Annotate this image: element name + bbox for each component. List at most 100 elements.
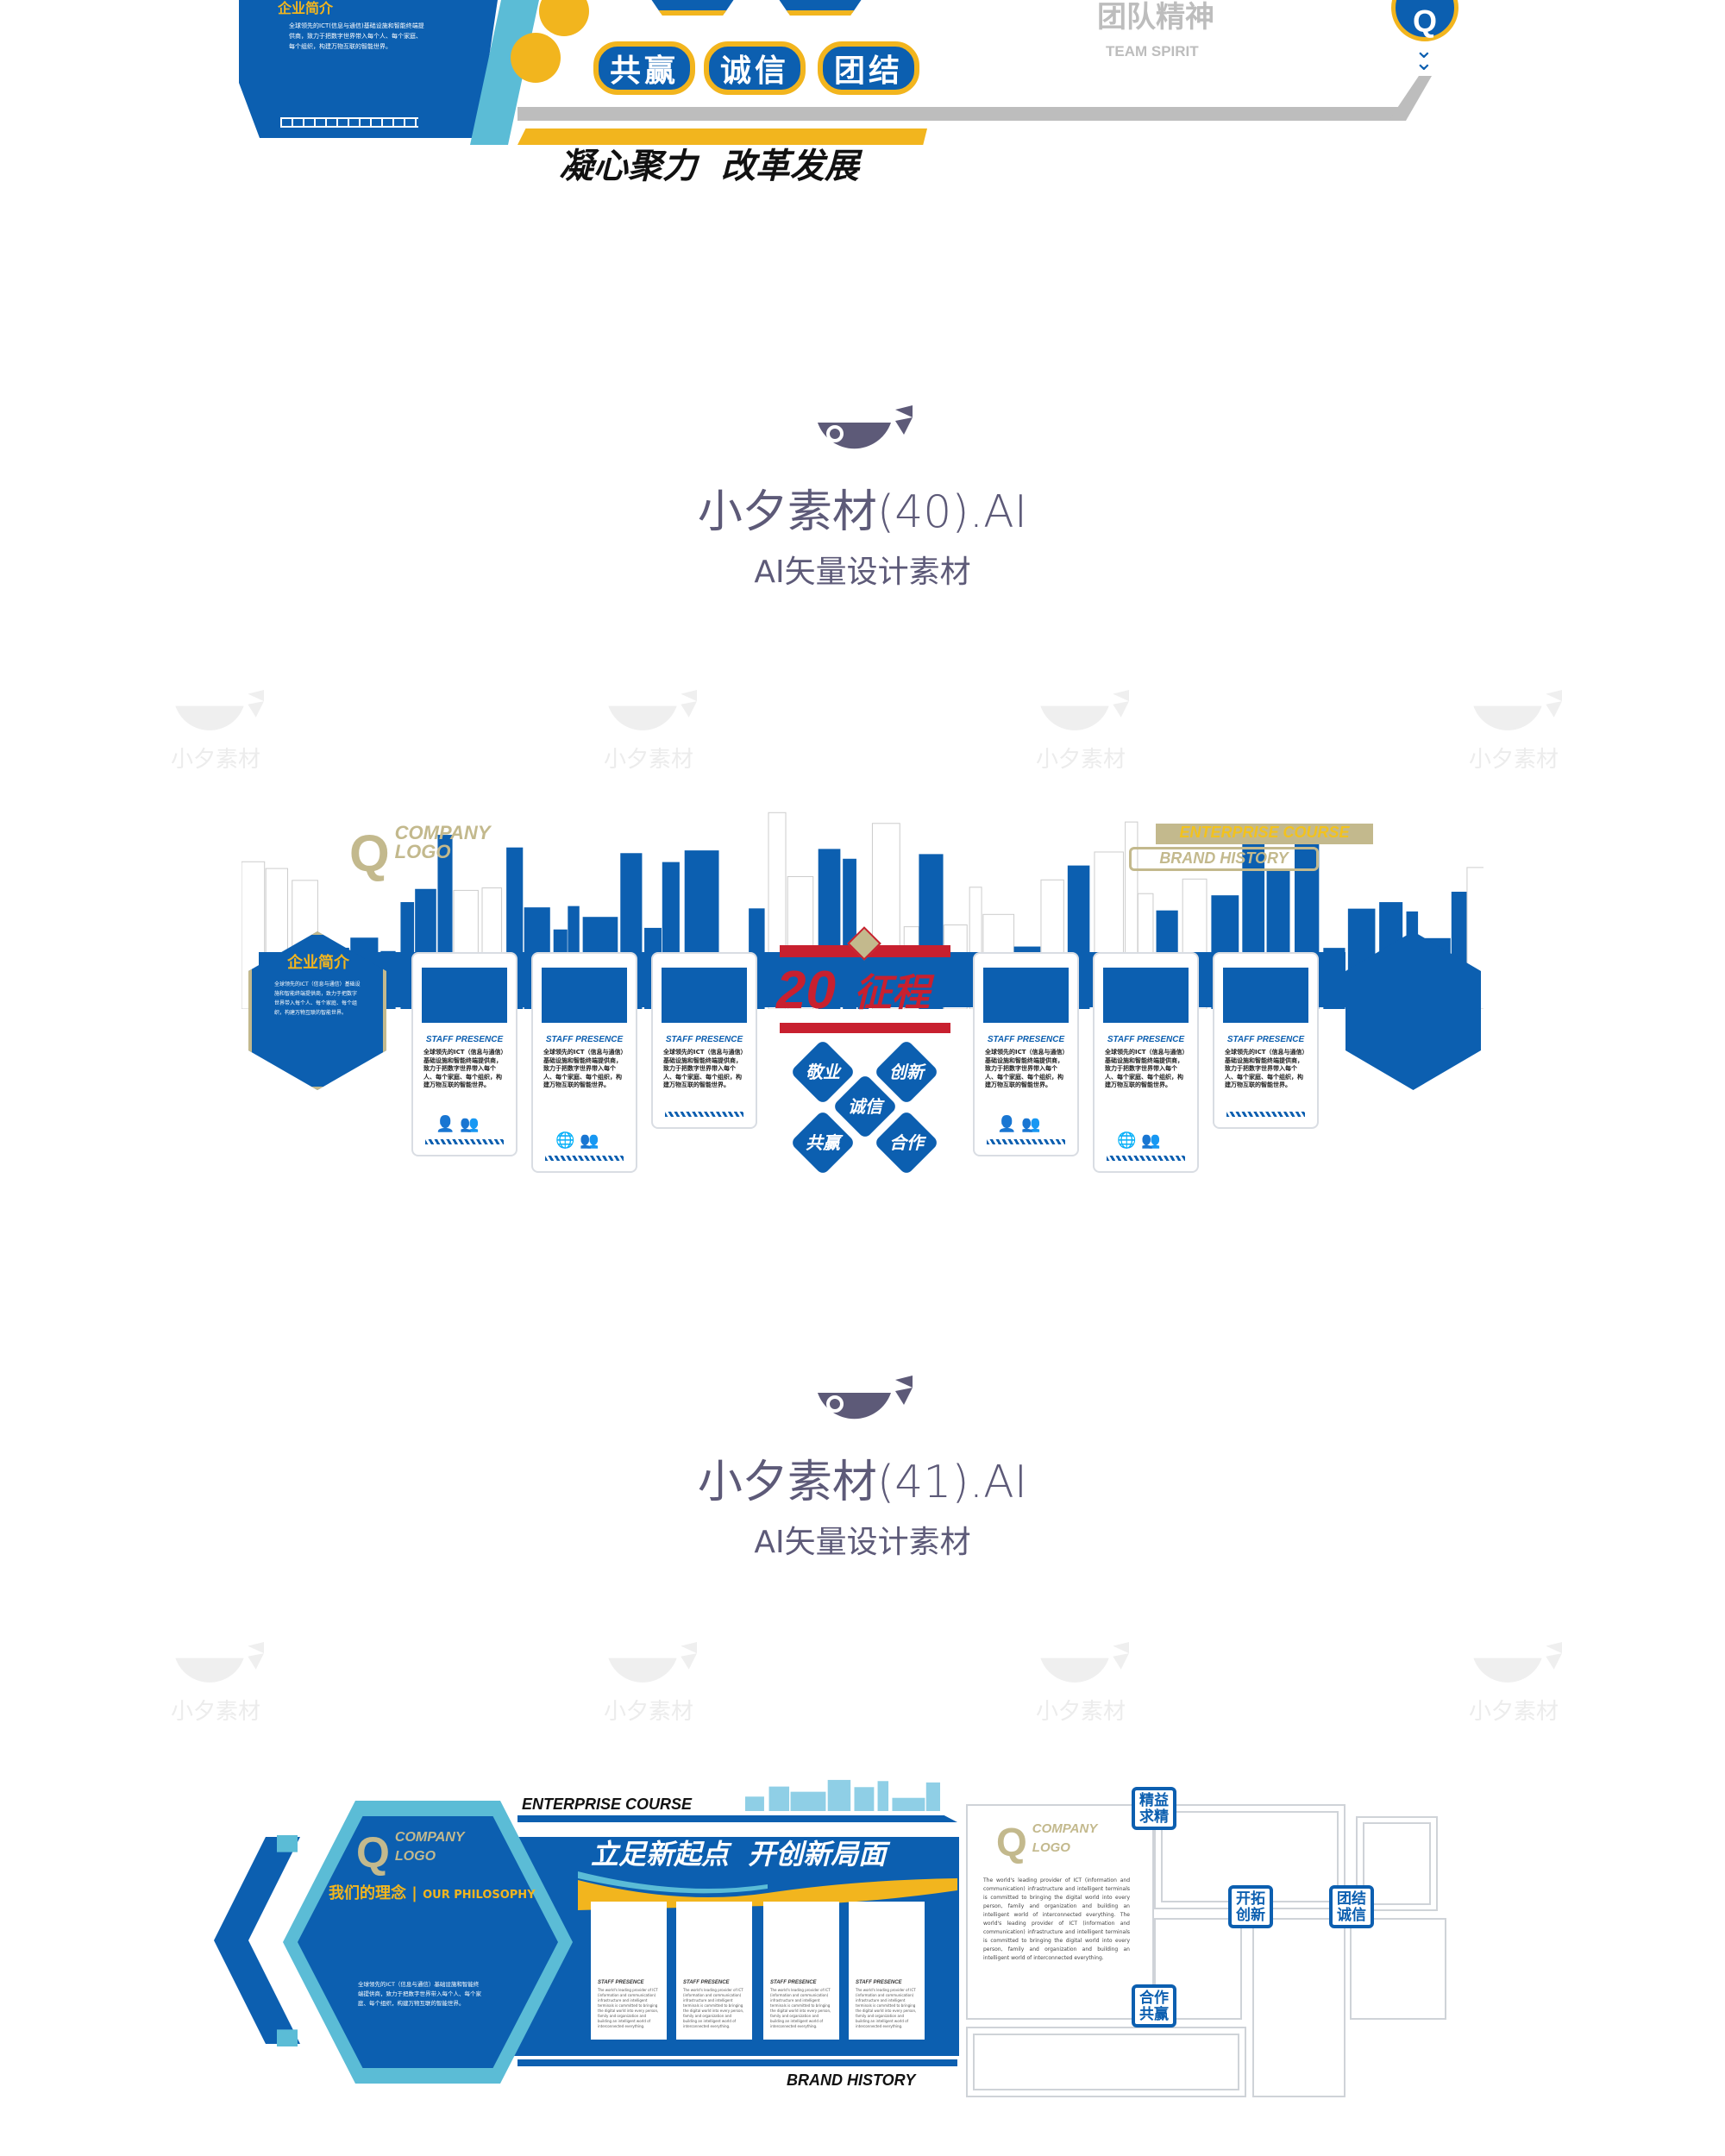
building: [768, 812, 787, 1009]
card-title: STAFF PRESENCE: [1226, 1035, 1305, 1044]
watermark-text: 小夕素材: [1468, 1699, 1559, 1725]
zigzag-pattern: [280, 117, 418, 128]
card-title: STAFF PRESENCE: [1107, 1035, 1185, 1044]
staff-card: STAFF PRESENCE 全球领先的ICT（信息与通信）基础设施和智能终端提…: [651, 952, 757, 1129]
photo-frame: [1363, 1822, 1431, 1905]
story-card: STAFF PRESENCE The world's leading provi…: [849, 1902, 925, 2040]
card-text: 全球领先的ICT（信息与通信）基础设施和智能终端提供商，致力于把数字世界带入每个…: [423, 1049, 505, 1088]
card-title: STAFF PRESENCE: [598, 1980, 644, 1985]
people-icon: 👤 👥: [436, 1115, 480, 1133]
card-text: 全球领先的ICT（信息与通信）基础设施和智能终端提供商，致力于把数字世界带入每个…: [1105, 1049, 1186, 1088]
globe-icon: 🌐 👥: [1117, 1131, 1161, 1150]
logo-line1: COMPANY: [394, 1830, 465, 1845]
badge-chengxin: 诚信: [704, 41, 806, 95]
building: [790, 1791, 826, 1811]
photo-frame: [1356, 1816, 1438, 1911]
value-diamond-label: 合作: [889, 1132, 924, 1153]
watermark: 小夕素材: [1453, 690, 1574, 774]
globe-icon: 🌐 👥: [555, 1131, 599, 1150]
team-spirit-cn: 团队精神: [1097, 0, 1214, 34]
photo-placeholder: [662, 968, 747, 1023]
building: [969, 887, 982, 1009]
intro-panel: [239, 0, 498, 138]
yellow-circle: [511, 33, 561, 83]
card-text: The world's leading provider of ICT (inf…: [770, 1988, 831, 2028]
card-title: STAFF PRESENCE: [425, 1035, 504, 1044]
building: [877, 1781, 889, 1811]
center-title: 征程: [854, 971, 930, 1015]
brand-badge: BRAND HISTORY: [1129, 847, 1319, 871]
yellow-wave: [578, 1871, 957, 1910]
watermark: 小夕素材: [588, 690, 709, 774]
file-subtitle: AI矢量设计素材: [754, 1525, 971, 1560]
stripe-decoration: [987, 1139, 1065, 1144]
fish-logo-icon: [1473, 1642, 1562, 1683]
logo-line2: LOGO: [1032, 1840, 1070, 1855]
watermark-text: 小夕素材: [170, 1699, 260, 1725]
bottom-slogan: 立足新起点 开创新局面: [591, 1838, 887, 1871]
logo-line1: COMPANY: [1032, 1821, 1098, 1836]
card-title: STAFF PRESENCE: [683, 1980, 730, 1985]
card-title: STAFF PRESENCE: [665, 1035, 743, 1044]
fish-logo-icon: [818, 1376, 913, 1420]
logo-line2: LOGO: [394, 841, 451, 862]
file-title: 小夕素材(40).AI: [697, 486, 1028, 538]
card-title: STAFF PRESENCE: [545, 1035, 624, 1044]
watermark: 小夕素材: [1453, 1642, 1574, 1726]
philosophy-cn: 我们的理念: [329, 1884, 406, 1902]
center-red-band: [780, 1023, 950, 1033]
card-title: STAFF PRESENCE: [856, 1980, 902, 1985]
photo-frame: [1252, 1918, 1346, 2097]
course-label: ENTERPRISE COURSE: [522, 1796, 693, 1813]
stripe-decoration: [545, 1156, 624, 1161]
people-icon: 👤 👥: [997, 1115, 1041, 1133]
building: [827, 1779, 851, 1811]
philosophy-en: OUR PHILOSOPHY: [423, 1889, 536, 1902]
card-text: 全球领先的ICT（信息与通信）基础设施和智能终端提供商，致力于把数字世界带入每个…: [663, 1049, 744, 1088]
photo-placeholder: [1223, 968, 1308, 1023]
building: [1040, 879, 1064, 1009]
logo-line1: COMPANY: [394, 822, 491, 843]
watermark: 小夕素材: [1020, 690, 1141, 774]
building: [1466, 867, 1484, 1009]
photo-frame: [1154, 1918, 1242, 2020]
building: [745, 1796, 764, 1811]
story-card: STAFF PRESENCE The world's leading provi…: [763, 1902, 839, 2040]
watermark-text: 小夕素材: [170, 747, 260, 773]
stripe-decoration: [1107, 1156, 1185, 1161]
team-spirit-en: TEAM SPIRIT: [1106, 43, 1199, 60]
building: [453, 889, 479, 1009]
cyan-skyline: [745, 1779, 940, 1811]
badge-top: [645, 0, 740, 16]
photo-placeholder: [542, 968, 627, 1023]
yellow-circle: [539, 0, 589, 36]
building: [787, 875, 814, 1009]
intro-text: 全球领先的ICT(信息与通信)基础设施和智能终端提供商，致力于把数字世界带入每个…: [289, 22, 424, 50]
watermark-text: 小夕素材: [603, 1699, 693, 1725]
stripe-decoration: [425, 1139, 504, 1144]
building: [925, 1782, 940, 1811]
fish-logo-icon: [1040, 1642, 1129, 1683]
file-subtitle: AI矢量设计素材: [754, 555, 971, 590]
watermark: 小夕素材: [155, 690, 276, 774]
story-card: STAFF PRESENCE The world's leading provi…: [676, 1902, 752, 2040]
value-diamond-label: 敬业: [806, 1062, 840, 1082]
logo-mark-icon: Q: [996, 1820, 1027, 1865]
watermark: 小夕素材: [588, 1642, 709, 1726]
gray-bar: [518, 107, 1406, 121]
watermark-text: 小夕素材: [1035, 1699, 1126, 1725]
staff-card: STAFF PRESENCE 全球领先的ICT（信息与通信）基础设施和智能终端提…: [411, 952, 518, 1156]
card-title: STAFF PRESENCE: [987, 1035, 1065, 1044]
fish-logo-icon: [608, 690, 697, 730]
photo-placeholder: [422, 968, 507, 1023]
right-text: The world's leading provider of ICT (inf…: [983, 1877, 1130, 1961]
logo-line2: LOGO: [394, 1849, 436, 1864]
watermark: 小夕素材: [1020, 1642, 1141, 1726]
card-text: 全球领先的ICT（信息与通信）基础设施和智能终端提供商，致力于把数字世界带入每个…: [543, 1049, 624, 1088]
badge-tuanjie: 团结: [818, 41, 919, 95]
brand-label: BRAND HISTORY: [787, 2071, 916, 2089]
staff-card: STAFF PRESENCE 全球领先的ICT（信息与通信）基础设施和智能终端提…: [973, 952, 1079, 1156]
value-diamond-label: 诚信: [848, 1096, 882, 1117]
intro-text: 全球领先的ICT（信息与通信）基础设施和智能终端提供商，致力于把数字世界带入每个…: [274, 981, 361, 1016]
